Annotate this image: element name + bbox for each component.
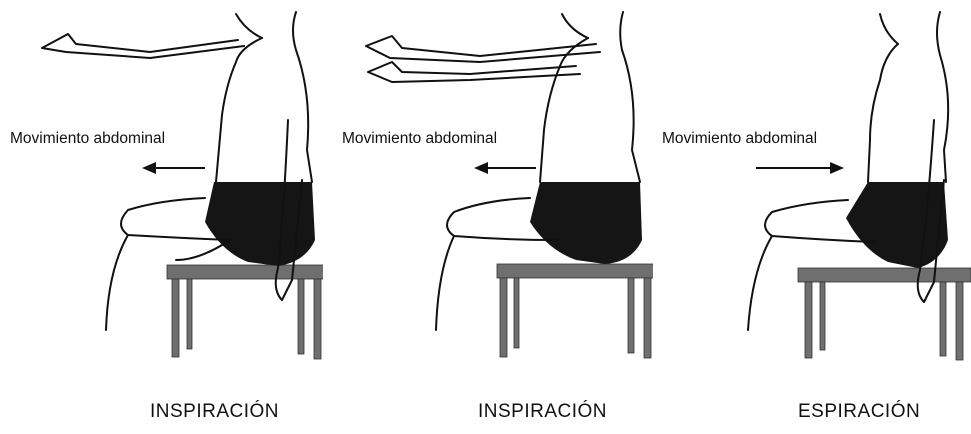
outstretched-arm-2 bbox=[368, 62, 580, 82]
neck-line bbox=[562, 14, 588, 38]
chest-outline bbox=[868, 44, 898, 182]
phase-caption: INSPIRACIÓN bbox=[478, 401, 607, 423]
movement-arrow-right bbox=[756, 162, 844, 174]
panel-expiration: Movimiento abdominal ESPIRACIÓN bbox=[648, 0, 971, 434]
movement-arrow-left bbox=[142, 162, 205, 174]
stool bbox=[798, 268, 971, 360]
shorts bbox=[530, 182, 642, 264]
annotation-label: Movimiento abdominal bbox=[342, 130, 497, 148]
seated-figure-illustration-3 bbox=[648, 0, 971, 434]
neck-line bbox=[236, 14, 262, 38]
annotation-label: Movimiento abdominal bbox=[10, 130, 165, 148]
phase-caption: INSPIRACIÓN bbox=[150, 401, 279, 423]
chest-outline bbox=[236, 38, 262, 62]
stool bbox=[167, 265, 323, 359]
seated-figure-illustration-2 bbox=[330, 0, 653, 434]
seated-figure-illustration-1 bbox=[0, 0, 323, 434]
shorts bbox=[846, 182, 948, 268]
panel-inspiration-2: Movimiento abdominal INSPIRACIÓN bbox=[330, 0, 653, 434]
back-outline bbox=[620, 12, 640, 182]
movement-arrow-left bbox=[474, 162, 536, 174]
upper-arm bbox=[540, 66, 560, 182]
stool bbox=[497, 264, 653, 358]
leg bbox=[106, 235, 128, 330]
phase-caption: ESPIRACIÓN bbox=[798, 401, 920, 423]
back-outline bbox=[937, 12, 948, 182]
outstretched-arm bbox=[42, 34, 244, 58]
chest-outline bbox=[560, 38, 588, 66]
leg bbox=[748, 236, 772, 330]
neck-line bbox=[880, 14, 898, 44]
leg bbox=[436, 236, 454, 330]
upper-arm bbox=[216, 62, 236, 182]
back-outline bbox=[293, 12, 312, 182]
annotation-label: Movimiento abdominal bbox=[662, 130, 817, 148]
panel-inspiration-1: Movimiento abdominal INSPIRACIÓN bbox=[0, 0, 323, 434]
